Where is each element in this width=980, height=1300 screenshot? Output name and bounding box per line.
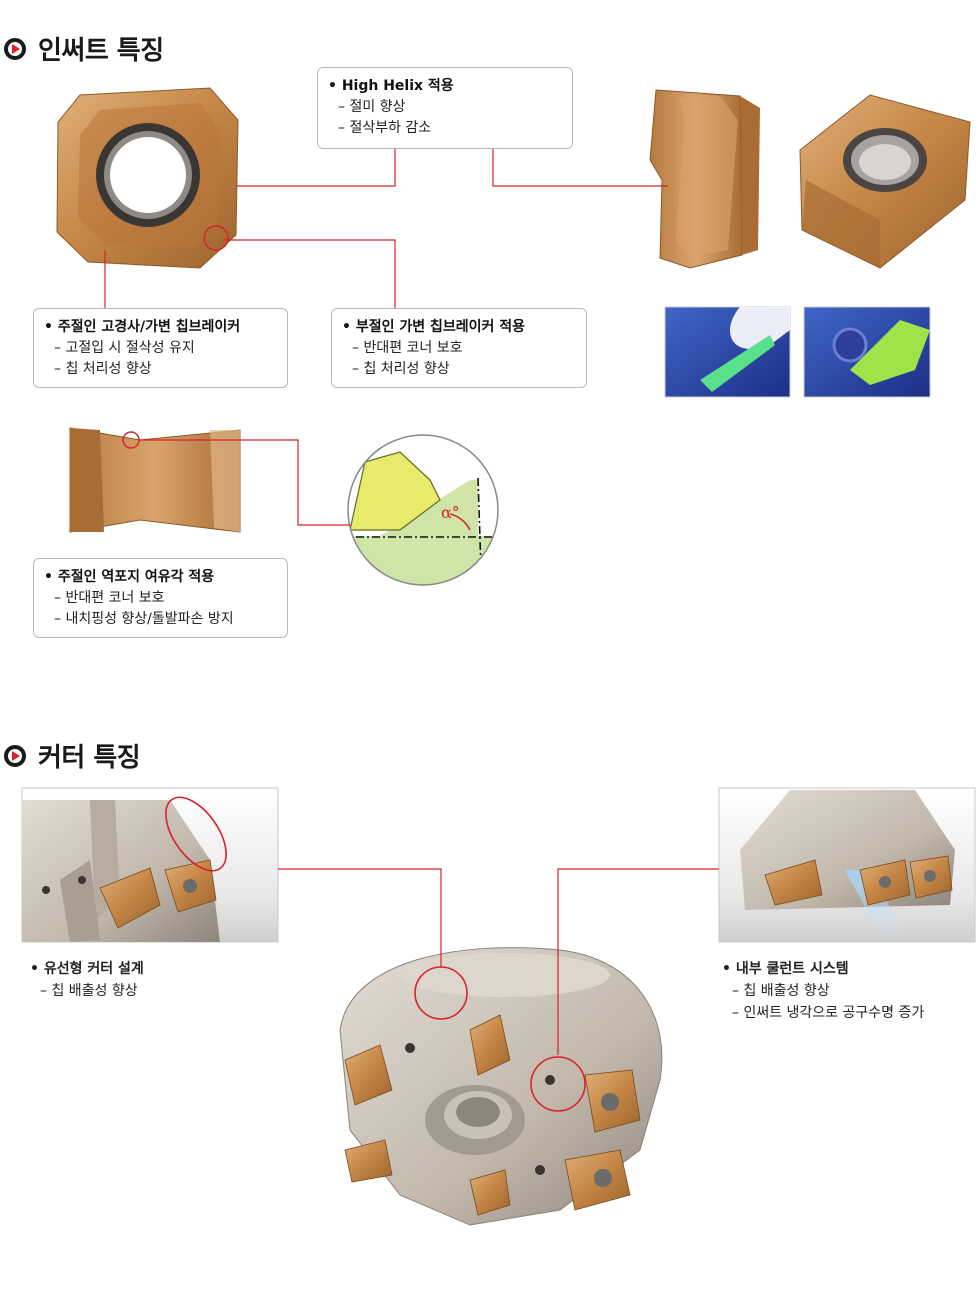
highlight-circle-edge bbox=[122, 431, 140, 449]
chip-flow-simulation-1 bbox=[664, 306, 791, 398]
section-bullet-icon bbox=[4, 744, 26, 767]
highlight-circle-coolant-hole bbox=[530, 1056, 586, 1112]
section2-title-text: 커터 특징 bbox=[38, 743, 141, 773]
highlight-ellipse-streamline bbox=[165, 796, 227, 872]
face-mill-cutter-image bbox=[339, 947, 663, 1226]
note-head: 내부 쿨런트 시스템 bbox=[722, 958, 972, 980]
callout-item: 절삭부하 감소 bbox=[328, 118, 562, 139]
section1-connectors bbox=[104, 148, 668, 526]
chip-flow-simulation-2 bbox=[803, 306, 931, 398]
note-internal-coolant: 내부 쿨런트 시스템 칩 배출성 향상 인써트 냉각으로 공구수명 증가 bbox=[722, 958, 972, 1024]
insert-perspective-image bbox=[799, 94, 971, 269]
note-item: 칩 배출성 향상 bbox=[722, 980, 972, 1002]
callout-head: High Helix 적용 bbox=[328, 76, 562, 97]
note-streamlined-cutter: 유선형 커터 설계 칩 배출성 향상 bbox=[30, 958, 270, 1002]
note-item: 인써트 냉각으로 공구수명 증가 bbox=[722, 1002, 972, 1024]
insert-top-view-image bbox=[56, 87, 239, 269]
callout-main-edge-chipbreaker: 주절인 고경사/가변 칩브레이커 고절입 시 절삭성 유지 칩 처리성 향상 bbox=[33, 308, 288, 388]
cutter-streamline-photo bbox=[21, 787, 279, 943]
section2-title: 커터 특징 bbox=[4, 737, 141, 774]
note-item: 칩 배출성 향상 bbox=[30, 980, 270, 1002]
callout-item: 반대편 코너 보호 bbox=[342, 338, 576, 359]
highlight-circle-corner bbox=[203, 225, 229, 251]
note-head: 유선형 커터 설계 bbox=[30, 958, 270, 980]
callout-item: 내치핑성 향상/돌발파손 방지 bbox=[44, 609, 277, 630]
callout-item: 고절입 시 절삭성 유지 bbox=[44, 338, 277, 359]
section1-title: 인써트 특징 bbox=[4, 30, 164, 67]
callout-item: 칩 처리성 향상 bbox=[342, 359, 576, 380]
callout-high-helix: High Helix 적용 절미 향상 절삭부하 감소 bbox=[317, 67, 573, 149]
callout-item: 칩 처리성 향상 bbox=[44, 359, 277, 380]
section1-title-text: 인써트 특징 bbox=[38, 36, 164, 66]
relief-angle-label: α° bbox=[441, 503, 460, 522]
relief-angle-diagram bbox=[347, 434, 499, 586]
callout-secondary-edge-chipbreaker: 부절인 가변 칩브레이커 적용 반대편 코너 보호 칩 처리성 향상 bbox=[331, 308, 587, 388]
cutter-coolant-photo bbox=[718, 787, 976, 943]
section-bullet-icon bbox=[4, 37, 26, 60]
callout-item: 절미 향상 bbox=[328, 97, 562, 118]
callout-head: 부절인 가변 칩브레이커 적용 bbox=[342, 317, 576, 338]
insert-relief-side-image bbox=[69, 427, 241, 533]
section2-connectors bbox=[278, 868, 719, 1055]
callout-head: 주절인 고경사/가변 칩브레이커 bbox=[44, 317, 277, 338]
callout-relief-angle: 주절인 역포지 여유각 적용 반대편 코너 보호 내치핑성 향상/돌발파손 방지 bbox=[33, 558, 288, 638]
callout-head: 주절인 역포지 여유각 적용 bbox=[44, 567, 277, 588]
highlight-circle-cutter-flute bbox=[414, 966, 468, 1020]
insert-side-view-image bbox=[649, 89, 760, 269]
callout-item: 반대편 코너 보호 bbox=[44, 588, 277, 609]
